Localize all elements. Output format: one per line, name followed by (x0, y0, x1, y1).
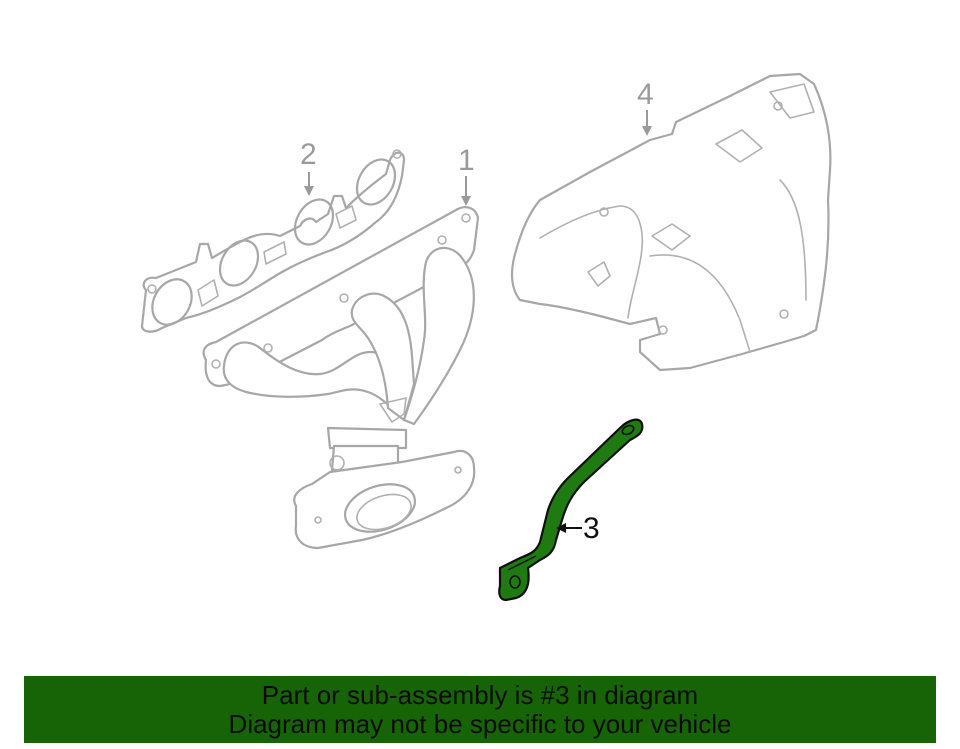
callout-arrow-1 (461, 176, 471, 206)
callout-arrow-2 (304, 172, 314, 196)
callout-number-3[interactable]: 3 (583, 512, 600, 545)
banner-disclaimer-line: Diagram may not be specific to your vehi… (228, 709, 732, 739)
part-3-bracket-highlighted[interactable] (498, 418, 644, 602)
banner-part-line: Part or sub-assembly is #3 in diagram (261, 680, 699, 710)
part-2-gasket[interactable] (140, 149, 406, 333)
info-banner: Part or sub-assembly is #3 in diagram Di… (24, 676, 936, 743)
part-4-heat-shield[interactable] (510, 72, 832, 372)
callout-arrow-3 (556, 523, 582, 533)
callout-number-4[interactable]: 4 (637, 78, 654, 111)
callout-number-2[interactable]: 2 (300, 138, 317, 171)
callout-arrow-4 (642, 110, 652, 136)
part-1-exhaust-manifold[interactable] (202, 206, 480, 550)
parts-diagram (140, 72, 832, 602)
callout-number-1[interactable]: 1 (458, 144, 475, 177)
